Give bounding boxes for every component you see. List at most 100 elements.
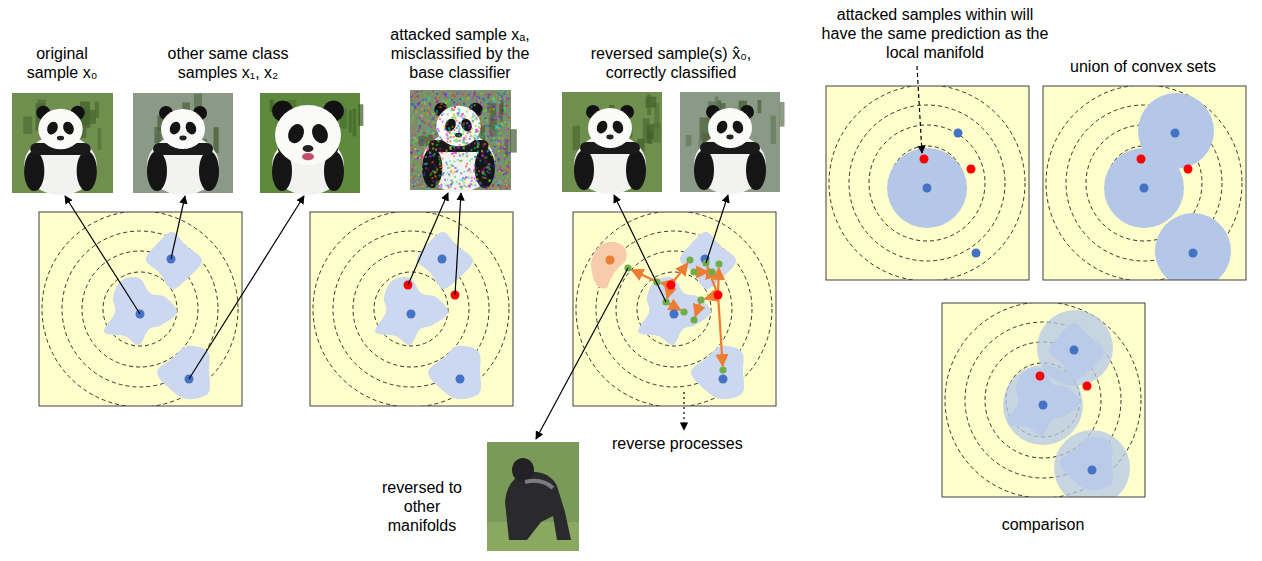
noise-pixel: [416, 91, 418, 93]
noise-pixel: [449, 140, 451, 142]
gorilla-back: [525, 481, 553, 488]
noise-pixel: [421, 159, 423, 161]
noise-pixel: [472, 136, 474, 138]
noise-pixel: [426, 138, 428, 140]
noise-pixel: [464, 179, 466, 181]
noise-pixel: [461, 188, 463, 190]
noise-pixel: [447, 120, 449, 122]
noise-pixel: [419, 117, 421, 119]
noise-pixel: [426, 91, 428, 93]
noise-pixel: [446, 141, 448, 143]
noise-pixel: [412, 107, 414, 109]
sample-dot: [456, 375, 465, 384]
noise-pixel: [481, 150, 483, 152]
noise-pixel: [431, 177, 433, 179]
panel-border: [942, 303, 1145, 497]
noise-pixel: [451, 182, 453, 184]
noise-pixel: [428, 124, 430, 126]
noise-pixel: [476, 174, 478, 176]
noise-pixel: [421, 106, 423, 108]
noise-pixel: [414, 105, 416, 107]
noise-pixel: [467, 186, 469, 188]
noise-pixel: [430, 126, 432, 128]
panel-border: [39, 212, 242, 406]
noise-pixel: [412, 116, 414, 118]
local-manifold: [417, 232, 473, 289]
noise-pixel: [419, 175, 421, 177]
panda-limb: [626, 150, 646, 190]
noise-pixel: [470, 134, 472, 136]
noise-pixel: [499, 96, 501, 98]
noise-pixel: [476, 99, 478, 101]
noise-pixel: [463, 142, 465, 144]
noise-pixel: [502, 165, 504, 167]
panda-eye: [168, 120, 183, 136]
noise-pixel: [421, 164, 423, 166]
noise-pixel: [414, 148, 416, 150]
noise-pixel: [462, 141, 464, 143]
panda-body: [422, 132, 495, 192]
sample-dot: [606, 256, 615, 265]
noise-pixel: [449, 136, 451, 138]
noise-pixel: [423, 122, 425, 124]
noise-pixel: [476, 101, 478, 103]
foliage: [647, 94, 651, 115]
noise-pixel: [457, 92, 459, 94]
noise-pixel: [468, 144, 470, 146]
noise-pixel: [457, 114, 459, 116]
noise-pixel: [444, 179, 446, 181]
panda-eye: [595, 119, 610, 135]
noise-pixel: [482, 176, 484, 178]
noise-pixel: [473, 92, 475, 94]
noise-pixel: [494, 138, 496, 140]
noise-pixel: [476, 129, 478, 131]
noise-pixel: [412, 161, 414, 163]
noise-pixel: [487, 96, 489, 98]
local-manifold: [428, 346, 481, 399]
panda-head: [436, 106, 480, 146]
noise-pixel: [412, 99, 414, 101]
noise-pixel: [480, 111, 482, 113]
caption-label: reversed to other manifolds: [372, 478, 472, 535]
noise-pixel: [486, 121, 488, 123]
noise-pixel: [504, 109, 506, 111]
manifold-panel: [826, 85, 1029, 281]
caption-label: reversed sample(s) x̂₀, correctly classi…: [564, 44, 779, 82]
noise-pixel: [471, 117, 473, 119]
noise-pixel: [436, 93, 438, 95]
caption-label: attacked sample xₐ, misclassified by the…: [380, 25, 540, 82]
noise-pixel: [472, 114, 474, 116]
noise-pixel: [449, 99, 451, 101]
noise-pixel: [508, 162, 510, 164]
noise-pixel: [453, 101, 455, 103]
noise-pixel: [502, 137, 504, 139]
noise-pixel: [504, 121, 506, 123]
manifold-panel: [942, 302, 1145, 506]
foliage: [213, 127, 218, 153]
noise-pixel: [422, 99, 424, 101]
noise-pixel: [482, 172, 484, 174]
noise-pixel: [450, 110, 452, 112]
noise-pixel: [501, 117, 503, 119]
noise-pixel: [432, 90, 434, 92]
noise-pixel: [464, 117, 466, 119]
manifold-panel: [573, 211, 776, 407]
panda-eye: [731, 119, 746, 135]
noise-pixel: [442, 113, 444, 115]
noise-pixel: [470, 171, 472, 173]
caption-label: comparison: [973, 515, 1113, 534]
panda-head: [161, 109, 205, 149]
noise-pixel: [417, 184, 419, 186]
noise-pixel: [508, 114, 510, 116]
panda-limb: [24, 151, 44, 191]
gorilla-photo: [487, 442, 579, 551]
noise-pixel: [499, 100, 501, 102]
noise-pixel: [428, 100, 430, 102]
foliage: [419, 136, 428, 147]
noise-pixel: [469, 108, 471, 110]
noise-pixel: [470, 106, 472, 108]
noise-pixel: [419, 127, 421, 129]
leader-arrow: [189, 196, 304, 379]
distance-ring: [869, 125, 985, 241]
noise-pixel: [489, 133, 491, 135]
